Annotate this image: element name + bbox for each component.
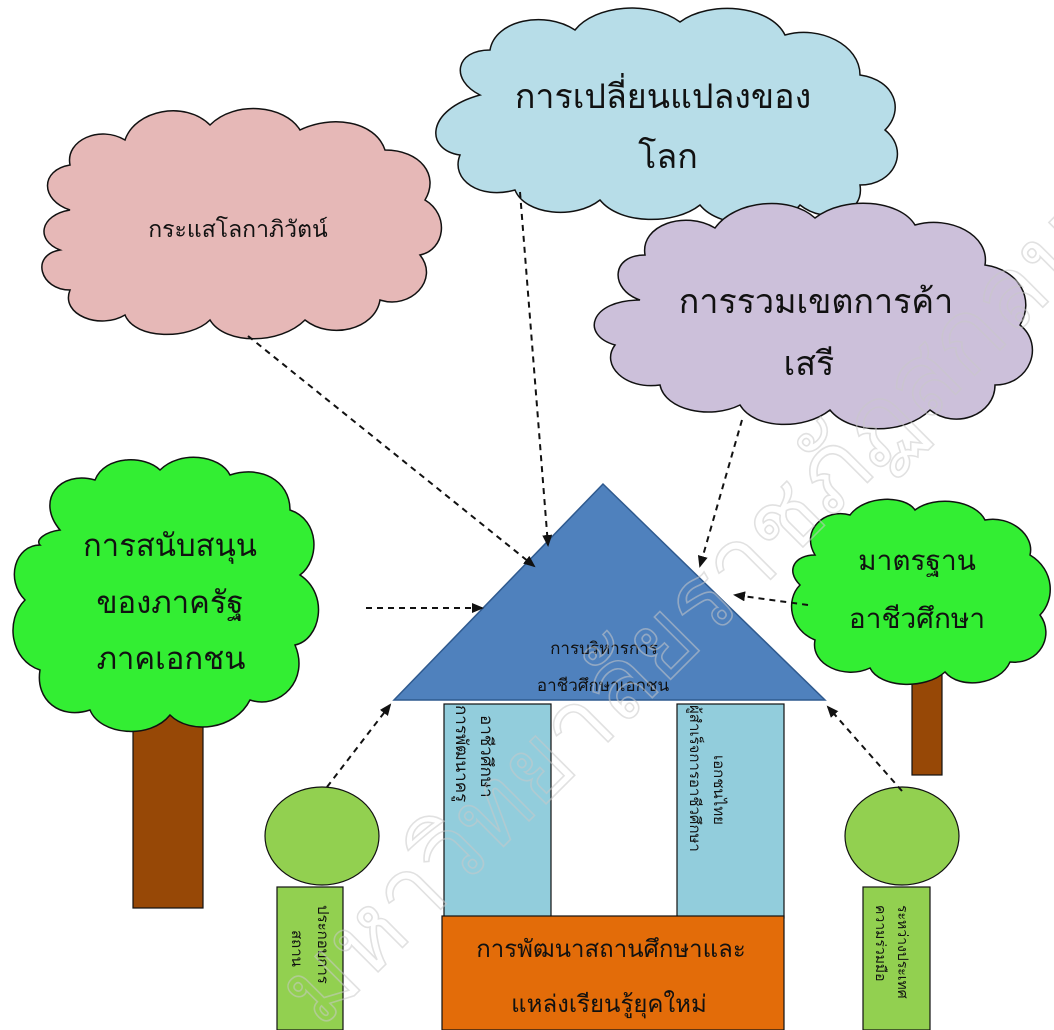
house-roof	[392, 482, 827, 701]
side-post-left-head	[264, 786, 380, 886]
cloud-world-change: การเปลี่ยนแปลงของ โลก	[435, 7, 899, 225]
house: การบริหารการ อาชีวศึกษาเอกชน การพัฒนาครู…	[392, 482, 827, 1030]
tree-right-foliage	[790, 498, 1051, 685]
cloud-globalization-shape	[41, 107, 442, 340]
tree-right-line2: อาชีวศึกษา	[849, 602, 985, 635]
side-post-left-body	[276, 886, 344, 1030]
connectors	[247, 191, 903, 792]
side-post-right-line1: ความร่วมมือ	[872, 905, 888, 982]
side-post-left: สถาน ประกอบการ	[264, 786, 380, 1030]
tree-left: การสนับสนุน ของภาครัฐ ภาคเอกชน	[12, 456, 320, 909]
house-right-pillar-line2: เอกชนไทย	[710, 755, 728, 825]
house-left-pillar-line2: อาชีวศึกษา	[476, 715, 496, 798]
arrow-world-change-to-roof	[519, 191, 553, 547]
cloud-world-change-shape	[435, 7, 899, 225]
house-roof-line2: อาชีวศึกษาเอกชน	[537, 676, 670, 696]
house-base-line2: แหล่งเรียนรู้ยุคใหม่	[511, 990, 707, 1019]
house-roof-line1: การบริหารการ	[550, 639, 658, 659]
arrow-free-trade-to-roof	[697, 419, 743, 568]
tree-right: มาตรฐาน อาชีวศึกษา	[790, 498, 1051, 776]
cloud-world-change-line2: โลก	[638, 137, 698, 177]
cloud-globalization: กระแสโลกาภิวัตน์	[41, 107, 442, 340]
side-post-right: ความร่วมมือ ระหว่างประเทศ	[844, 786, 960, 1030]
tree-left-line2: ของภาครัฐ	[96, 585, 243, 621]
cloud-free-trade-line1: การรวมเขตการค้า	[679, 282, 953, 322]
side-post-right-line2: ระหว่างประเทศ	[894, 905, 910, 999]
house-base	[441, 915, 785, 1030]
house-left-pillar-line1: การพัฒนาครู	[451, 705, 471, 802]
house-left-pillar	[443, 703, 552, 919]
cloud-globalization-label: กระแสโลกาภิวัตน์	[148, 216, 328, 243]
arrow-standard-to-roof	[733, 591, 809, 606]
tree-left-line1: การสนับสนุน	[83, 528, 257, 565]
tree-left-foliage	[12, 456, 320, 733]
arrow-cooperation-to-roof	[826, 705, 903, 792]
cloud-free-trade-shape	[593, 202, 1034, 430]
side-post-left-line1: สถาน	[288, 930, 306, 967]
side-post-right-body	[862, 886, 931, 1030]
cloud-world-change-line1: การเปลี่ยนแปลงของ	[515, 73, 811, 117]
tree-left-line3: ภาคเอกชน	[97, 641, 246, 677]
tree-right-line1: มาตรฐาน	[858, 544, 976, 577]
house-base-line1: การพัฒนาสถานศึกษาและ	[476, 935, 745, 963]
cloud-free-trade-line2: เสรี	[784, 344, 835, 384]
side-post-right-head	[844, 786, 960, 886]
arrow-enterprise-to-roof	[326, 703, 392, 788]
house-right-pillar-line1: ผู้สำเร็จการอาชีวศึกษา	[686, 705, 705, 852]
cloud-free-trade: การรวมเขตการค้า เสรี	[593, 202, 1034, 430]
side-post-left-line2: ประกอบการ	[314, 905, 332, 984]
